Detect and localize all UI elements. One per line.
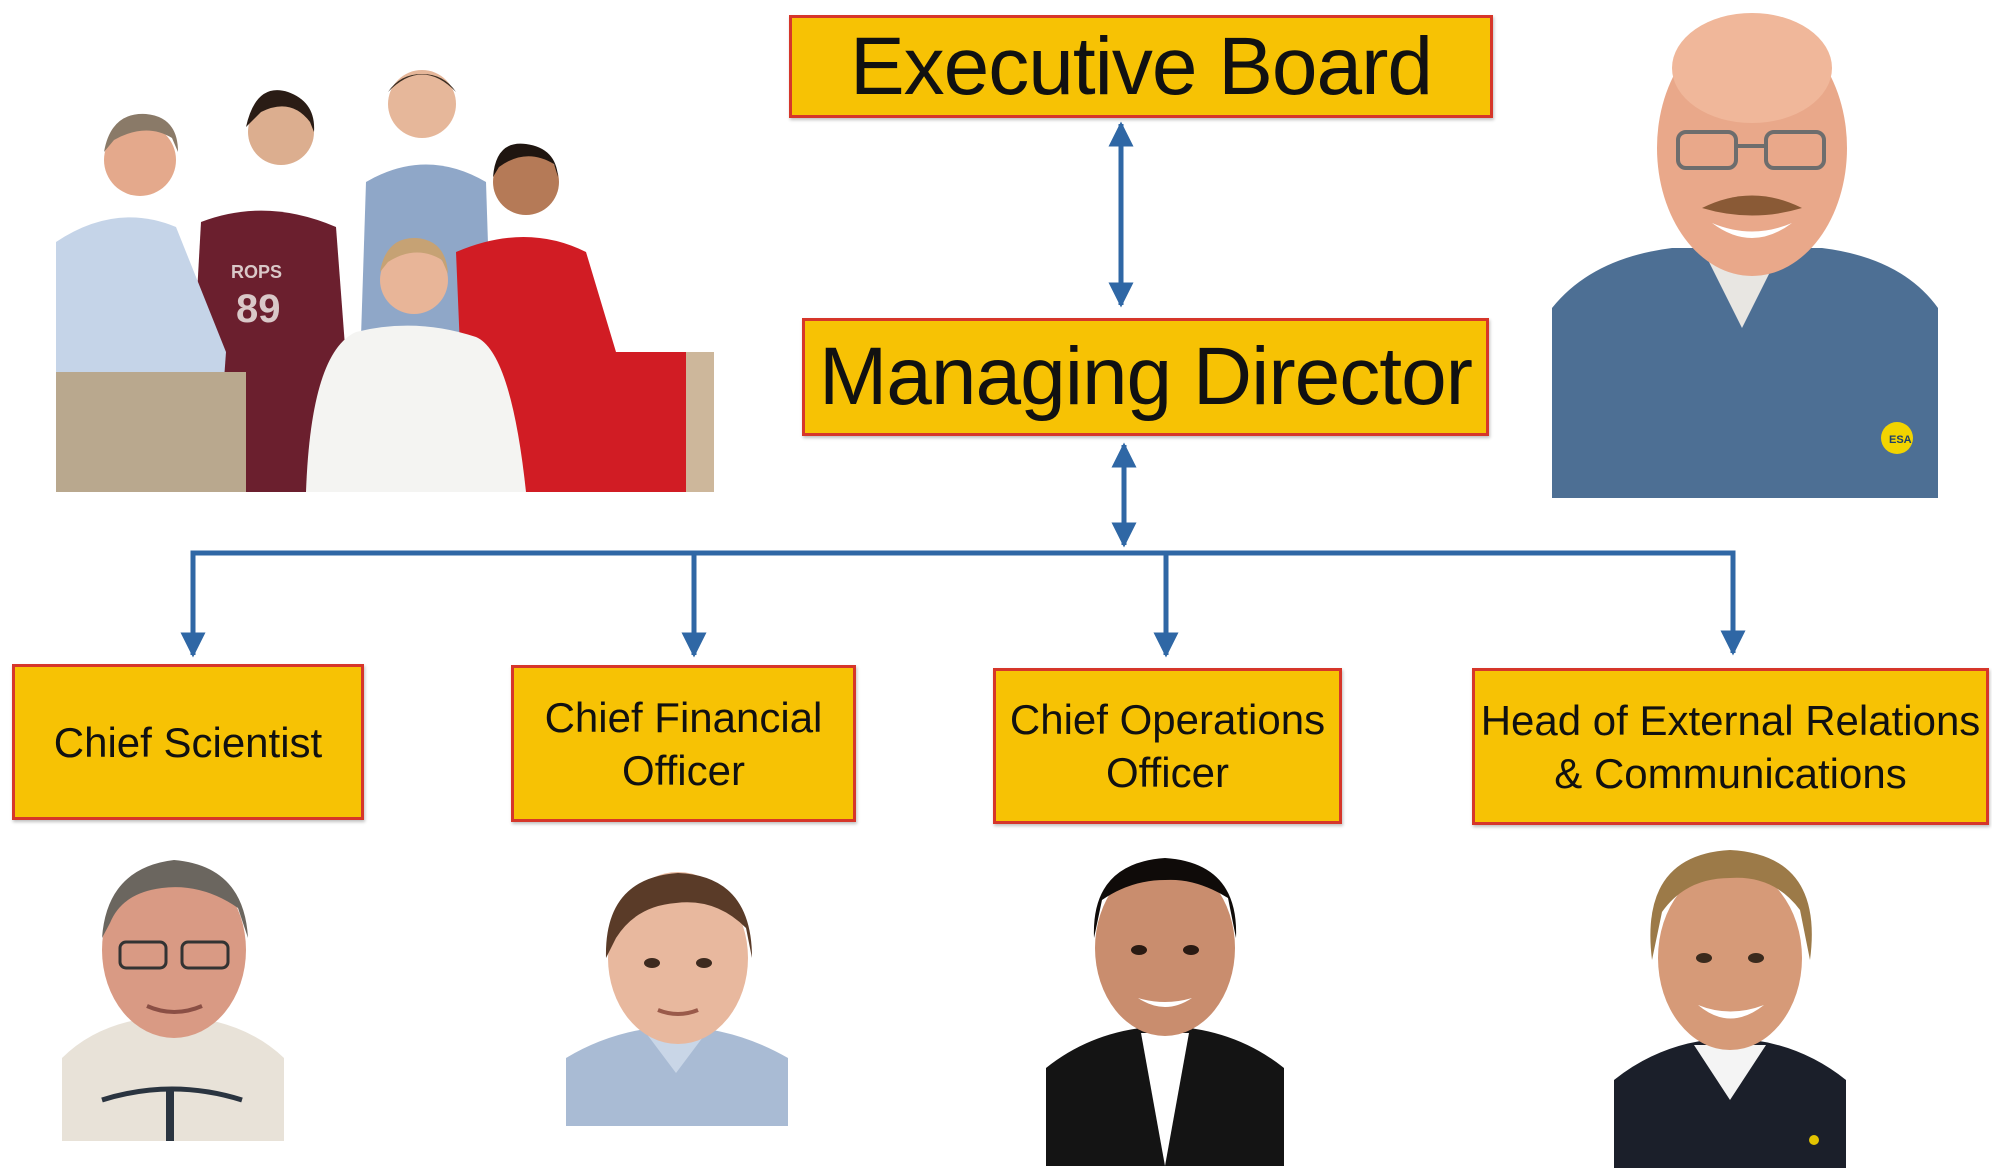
chief-financial-officer-label: Chief Financial Officer	[545, 691, 823, 797]
chief-scientist-photo	[62, 860, 284, 1141]
shirt-logo: ESA	[1889, 434, 1912, 446]
chief-financial-officer-line2: Officer	[622, 746, 745, 794]
chief-financial-officer-photo	[566, 872, 788, 1126]
head-external-relations-line2: & Communications	[1554, 749, 1907, 797]
managing-director-photo: ESA	[1552, 13, 1938, 498]
chief-scientist-box: Chief Scientist	[12, 664, 364, 820]
head-external-relations-label: Head of External Relations & Communicati…	[1481, 694, 1981, 800]
svg-text:ROPS: ROPS	[231, 262, 282, 282]
head-external-relations-box: Head of External Relations & Communicati…	[1472, 668, 1989, 825]
chief-operations-officer-label: Chief Operations Officer	[1010, 693, 1325, 799]
chief-scientist-label: Chief Scientist	[54, 716, 322, 769]
jersey-number: 89	[236, 287, 281, 331]
head-external-relations-line1: Head of External Relations	[1480, 696, 1981, 744]
managing-director-label: Managing Director	[819, 331, 1473, 422]
managing-director-box: Managing Director	[802, 318, 1489, 436]
chief-financial-officer-box: Chief Financial Officer	[511, 665, 856, 822]
team-group-photo: ROPS 89	[56, 70, 714, 492]
chief-operations-officer-line1: Chief Operations	[1009, 696, 1326, 743]
chief-operations-officer-photo	[1046, 858, 1284, 1166]
chief-operations-officer-box: Chief Operations Officer	[993, 668, 1342, 824]
executive-board-label: Executive Board	[849, 20, 1433, 112]
chief-operations-officer-line2: Officer	[1106, 749, 1229, 796]
head-external-relations-photo	[1614, 850, 1846, 1168]
executive-board-box: Executive Board	[789, 15, 1493, 118]
chief-financial-officer-line1: Chief Financial	[544, 693, 823, 741]
bus-line	[190, 550, 1736, 652]
chief-scientist-line1: Chief Scientist	[53, 718, 323, 766]
